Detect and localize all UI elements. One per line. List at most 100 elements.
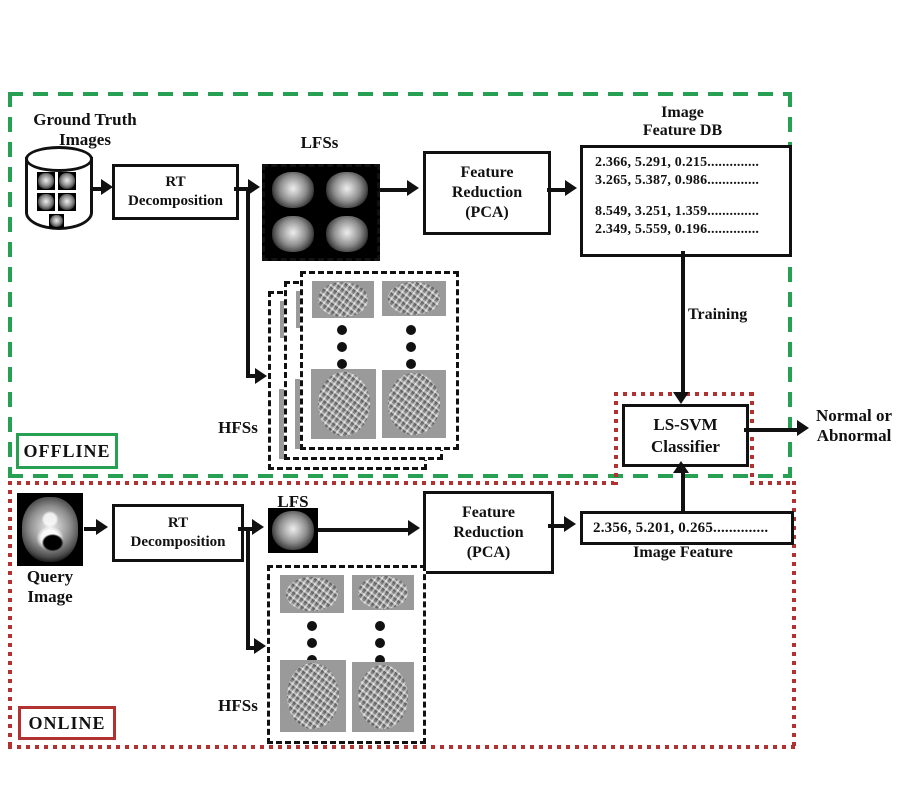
arrow-lfss-to-fr [379, 188, 409, 192]
output-arrow-line [744, 428, 799, 432]
query-label-line2: Image [27, 586, 73, 606]
arrow-db-to-rt-head [101, 179, 113, 195]
db-row: 2.366, 5.291, 0.215.............. [595, 155, 760, 170]
ellipsis-dots [405, 318, 417, 369]
db-row: 2.349, 5.559, 0.196.............. [595, 221, 760, 237]
branch-line-offline [246, 189, 250, 378]
ls-svm-classifier-box: LS-SVM Classifier [622, 404, 749, 467]
hfss-label-offline: HFSs [218, 418, 258, 437]
offline-region-border-right [788, 92, 792, 478]
image-feature-value: 2.356, 5.201, 0.265.............. [593, 519, 769, 536]
arrow-db-to-rt [91, 187, 103, 191]
db-brain-thumbnail [58, 172, 76, 190]
lfs-label: LFS [277, 492, 309, 511]
training-label: Training [688, 306, 748, 323]
output-label: Normal or Abnormal [808, 406, 900, 445]
ground-truth-title-line1: Ground Truth [33, 110, 137, 129]
offline-region-border-bottom [8, 474, 792, 478]
ellipsis-dots [374, 614, 386, 665]
fr-online-line1: Feature [461, 503, 515, 521]
lfss-box [262, 164, 380, 261]
ground-truth-title-line2: Images [59, 129, 111, 149]
arrow-feature-to-classifier-line [681, 473, 685, 511]
online-region-border-left [8, 481, 12, 749]
classifier-line1: LS-SVM [653, 415, 718, 435]
arrow-fr-to-db-head [565, 180, 577, 196]
arrow-rt-to-lfss-head [248, 179, 260, 195]
online-region-notch-right [750, 392, 754, 485]
hfs-noise-image [352, 575, 414, 610]
db-brain-thumbnail [49, 214, 64, 228]
fr-offline-line3: (PCA) [465, 204, 509, 221]
online-region-border-right [792, 481, 796, 749]
fr-online-line3: (PCA) [466, 543, 511, 561]
output-arrow-head [797, 420, 809, 436]
hfs-noise-image [280, 575, 344, 613]
training-arrow-head [673, 392, 689, 404]
image-feature-db-box: 2.366, 5.291, 0.215.............. 3.265,… [580, 145, 792, 257]
arrow-fr-to-feature [548, 524, 566, 528]
fr-offline-line2: Reduction [451, 184, 523, 201]
hfs-noise-image [312, 281, 374, 318]
offline-tag-label: OFFLINE [23, 440, 111, 461]
db-brain-thumbnail [37, 193, 55, 211]
query-image-label: Query Image [12, 567, 88, 606]
image-feature-label: Image Feature [633, 544, 733, 561]
db-row: 8.549, 3.251, 1.359.............. [595, 204, 760, 219]
rt-online-line1: RT [167, 515, 189, 532]
hfs-stack-front [300, 271, 459, 450]
feature-reduction-box-online: Feature Reduction (PCA) [423, 491, 554, 574]
branch-line-online-h [246, 646, 258, 650]
hfs-noise-image [311, 369, 376, 439]
db-title-line2: Feature DB [642, 122, 723, 140]
branch-line-offline-h [246, 374, 258, 378]
lfs-image [268, 508, 318, 553]
rt-decomposition-box-online: RT Decomposition [112, 504, 244, 562]
hfs-noise-image [382, 370, 446, 438]
lfss-label: LFSs [300, 133, 339, 152]
online-region-border-top-left [8, 481, 614, 485]
query-label-line1: Query [26, 567, 74, 586]
arrow-query-to-rt-head [96, 519, 108, 535]
feature-reduction-box-offline: Feature Reduction (PCA) [423, 151, 551, 235]
rt-offline-line2: Decomposition [128, 193, 223, 209]
image-feature-box: 2.356, 5.201, 0.265.............. [580, 511, 794, 545]
rt-decomposition-box-offline: RT Decomposition [112, 164, 239, 220]
db-row: 3.265, 5.387, 0.986.............. [595, 172, 760, 188]
offline-tag: OFFLINE [16, 433, 118, 469]
db-brain-thumbnail [58, 193, 76, 211]
offline-region-border-left [8, 92, 12, 478]
online-tag-label: ONLINE [28, 712, 106, 733]
hfs-noise-image [352, 662, 414, 732]
branch-line-online [246, 529, 250, 648]
offline-region-border-top [8, 92, 792, 96]
classifier-line2: Classifier [651, 436, 720, 456]
online-region-border-bottom [8, 745, 796, 749]
arrow-to-hfs-offline-head [255, 368, 267, 384]
ellipsis-dots [336, 318, 348, 369]
arrow-lfs-to-fr [318, 528, 410, 532]
arrow-feature-to-classifier-head [673, 461, 689, 473]
arrow-lfss-to-fr-head [407, 180, 419, 196]
online-region-notch-left [614, 392, 618, 485]
training-arrow-line [681, 251, 685, 394]
online-tag: ONLINE [18, 706, 116, 740]
fr-offline-line1: Feature [460, 164, 514, 181]
arrow-fr-to-db [547, 188, 567, 192]
db-title-line1: Image [661, 104, 704, 121]
image-feature-db-title: Image Feature DB [595, 104, 770, 141]
rt-offline-line1: RT [165, 174, 186, 191]
output-line2: Abnormal [816, 425, 892, 445]
hfs-noise-image [280, 660, 346, 732]
arrow-query-to-rt [84, 527, 98, 531]
arrow-rt-to-lfss [234, 187, 250, 191]
output-line1: Normal or [815, 406, 892, 425]
arrow-rt-to-lfs-head [252, 519, 264, 535]
ground-truth-title: Ground Truth Images [10, 110, 160, 149]
arrow-fr-to-feature-head [564, 516, 576, 532]
query-image-detail [17, 493, 83, 566]
online-region-border-top-right [750, 481, 796, 485]
db-brain-thumbnail [37, 172, 55, 190]
arrow-to-hfs-online-head [254, 638, 266, 654]
